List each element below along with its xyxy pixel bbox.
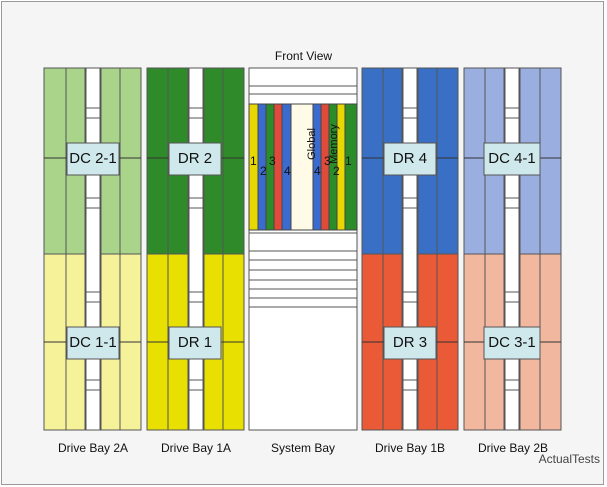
drive-bay-2a bbox=[43, 67, 142, 431]
box-dc-3-1: DC 3-1 bbox=[488, 334, 536, 351]
memory-number-right-3: 3 bbox=[324, 154, 331, 168]
bay-label-1a: Drive Bay 1A bbox=[160, 441, 232, 455]
box-dr-1: DR 1 bbox=[177, 334, 213, 351]
bay-label-2a: Drive Bay 2A bbox=[57, 441, 129, 455]
drive-bay-2b bbox=[463, 67, 562, 431]
box-dr-4: DR 4 bbox=[392, 150, 428, 167]
memory-number-left-2: 2 bbox=[260, 164, 267, 178]
box-dr-3: DR 3 bbox=[392, 334, 428, 351]
bay-label-system: System Bay bbox=[270, 441, 336, 455]
system-bay bbox=[248, 67, 358, 431]
watermark-text: ActualTests bbox=[538, 452, 600, 466]
memory-number-left-1: 1 bbox=[250, 154, 257, 168]
box-dc-4-1: DC 4-1 bbox=[488, 150, 536, 167]
box-dc-1-1: DC 1-1 bbox=[69, 334, 117, 351]
box-dr-2: DR 2 bbox=[177, 150, 213, 167]
drive-bay-1a bbox=[146, 67, 245, 431]
bay-label-1b: Drive Bay 1B bbox=[374, 441, 446, 455]
memory-number-left-4: 4 bbox=[284, 164, 291, 178]
memory-number-right-4: 4 bbox=[314, 164, 321, 178]
diagram-title: Front View bbox=[274, 49, 333, 63]
drive-bay-1b bbox=[361, 67, 459, 431]
memory-number-left-3: 3 bbox=[269, 154, 276, 168]
memory-number-right-2: 2 bbox=[333, 164, 340, 178]
bay-label-2b: Drive Bay 2B bbox=[477, 441, 549, 455]
memory-number-right-1: 1 bbox=[345, 154, 352, 168]
box-dc-2-1: DC 2-1 bbox=[69, 150, 117, 167]
global-memory-boards bbox=[248, 103, 358, 231]
